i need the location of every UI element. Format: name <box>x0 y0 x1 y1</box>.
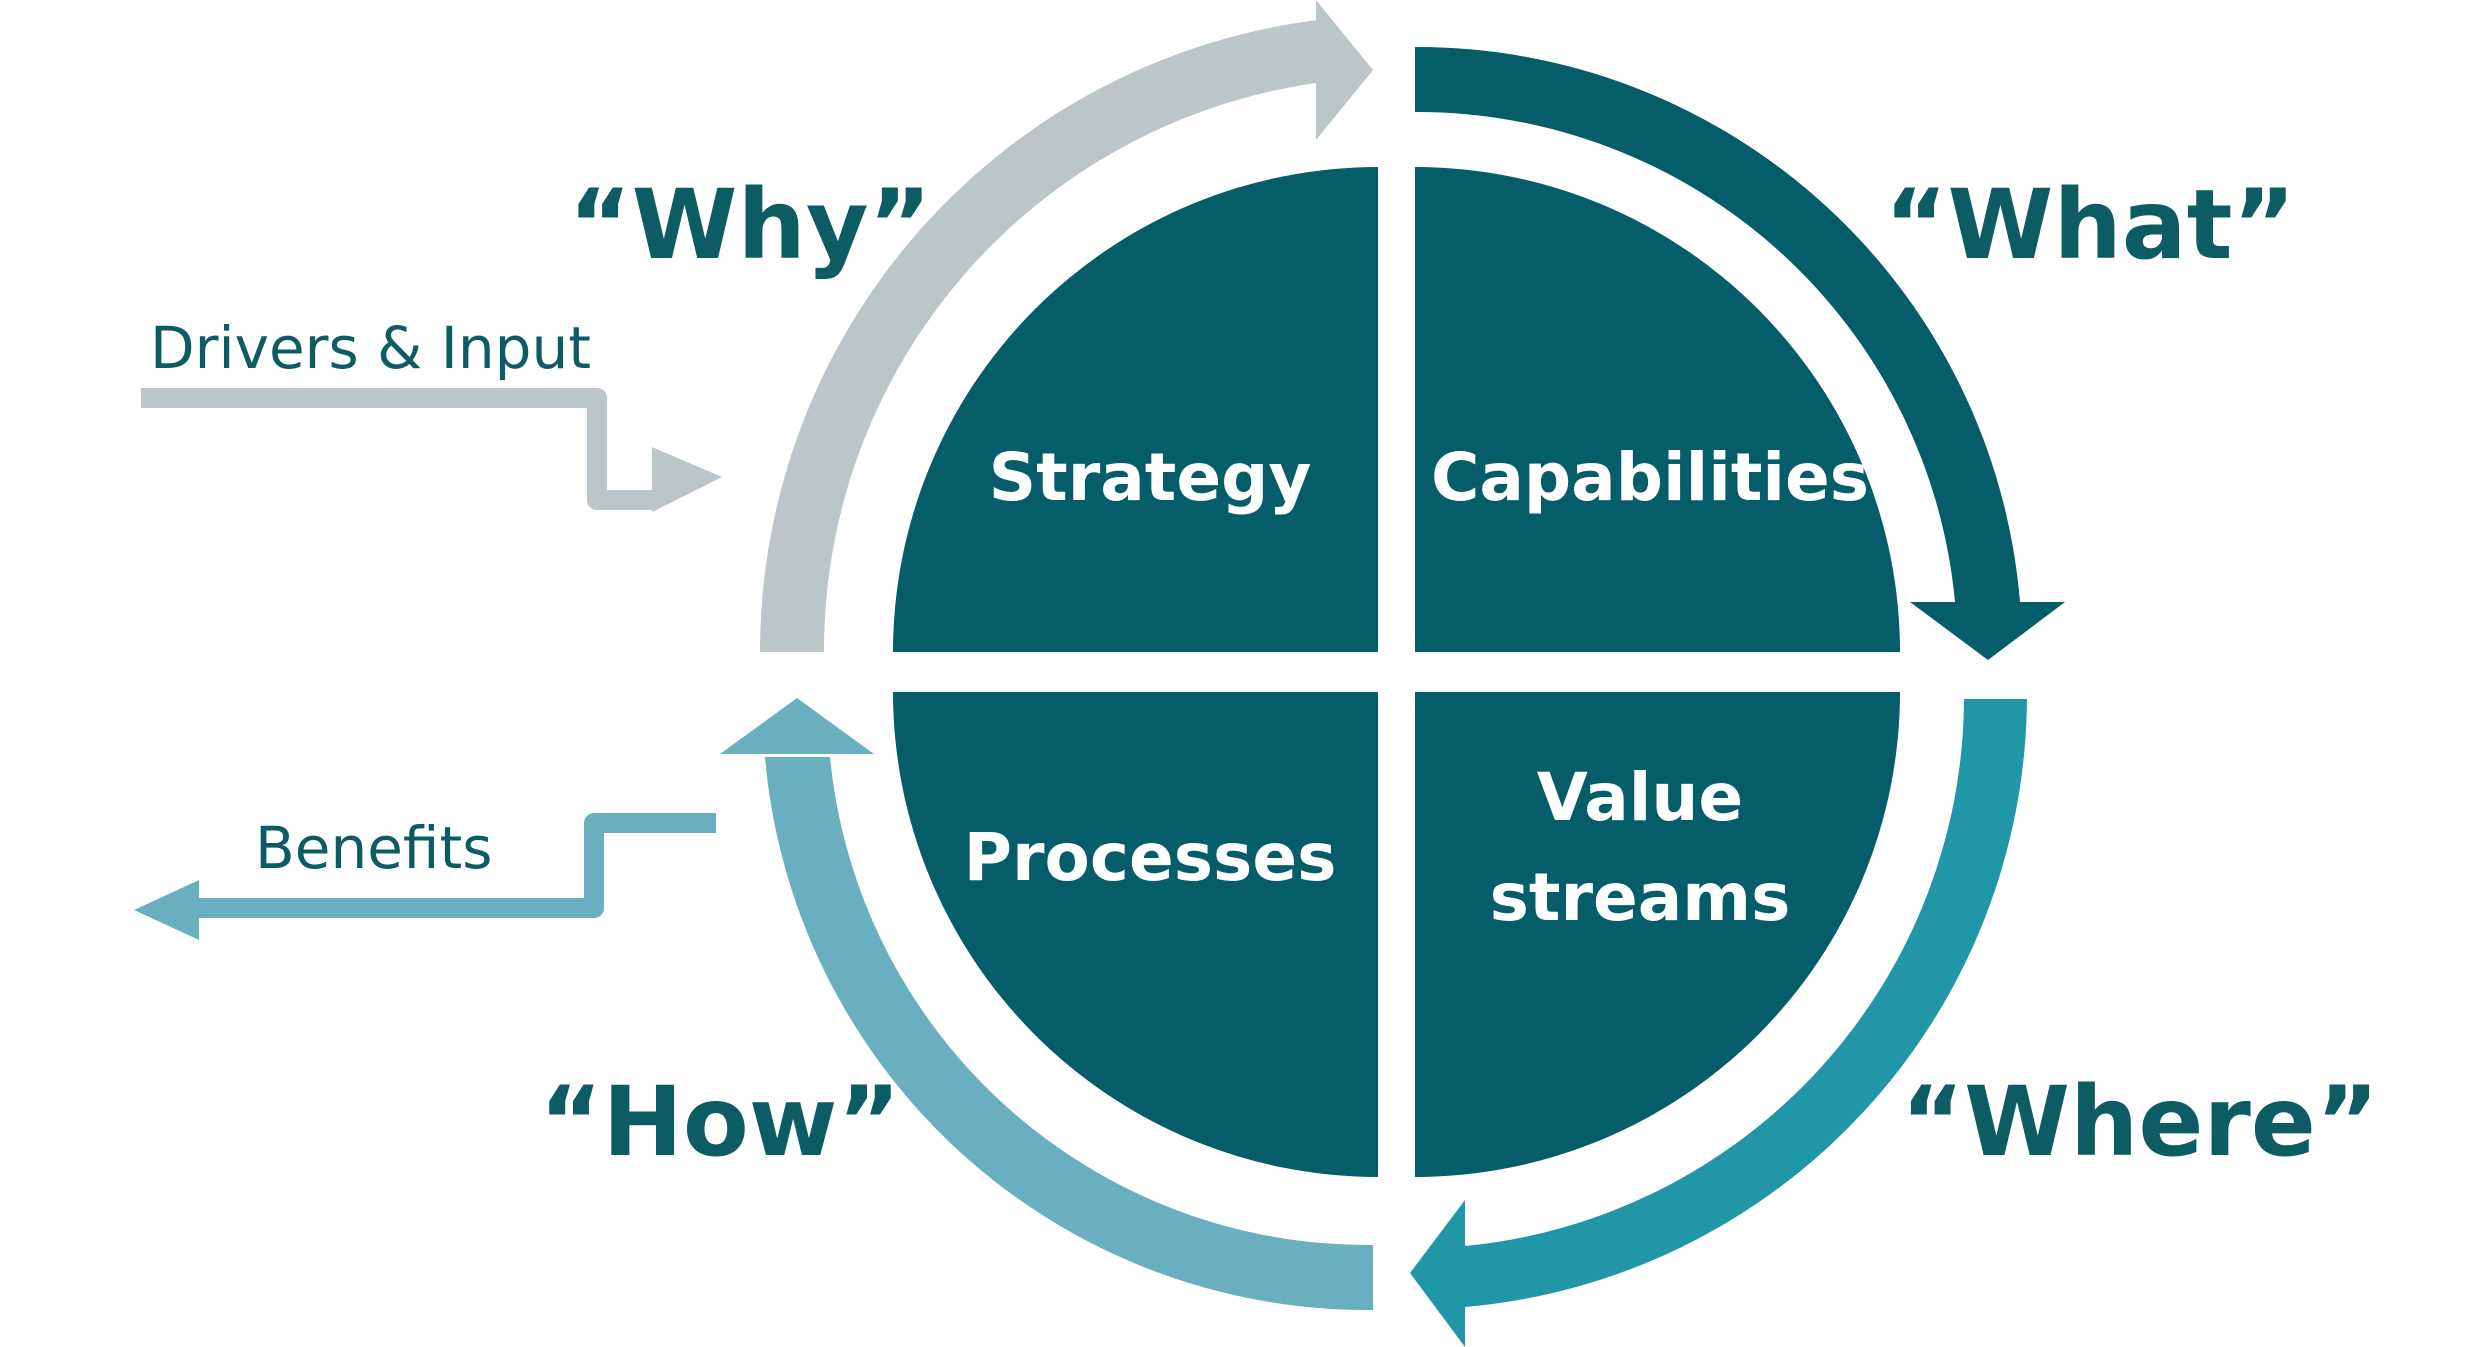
how-label: “How” <box>539 1066 900 1178</box>
processes-quadrant <box>893 692 1378 1177</box>
what-arc-arrow <box>1415 46 2065 660</box>
drivers-input-arrow <box>141 388 722 512</box>
what-label: “What” <box>1884 169 2295 281</box>
where-label: “Where” <box>1901 1066 2379 1178</box>
why-label: “Why” <box>569 169 932 281</box>
benefits-arrow <box>134 813 716 940</box>
how-arc-arrow <box>720 698 1373 1311</box>
why-arc-arrow <box>760 0 1373 652</box>
value-streams-quadrant <box>1415 692 1900 1177</box>
strategy-label: Strategy <box>989 439 1312 516</box>
capabilities-label: Capabilities <box>1431 439 1869 516</box>
strategy-quadrant <box>893 167 1378 652</box>
drivers-input-label: Drivers & Input <box>150 314 591 382</box>
capabilities-quadrant <box>1415 167 1900 652</box>
where-arc-arrow <box>1410 699 2027 1347</box>
benefits-label: Benefits <box>255 814 492 882</box>
processes-label: Processes <box>964 819 1337 896</box>
value-streams-label-line1: Value <box>1537 759 1743 836</box>
value-streams-label-line2: streams <box>1490 859 1791 936</box>
